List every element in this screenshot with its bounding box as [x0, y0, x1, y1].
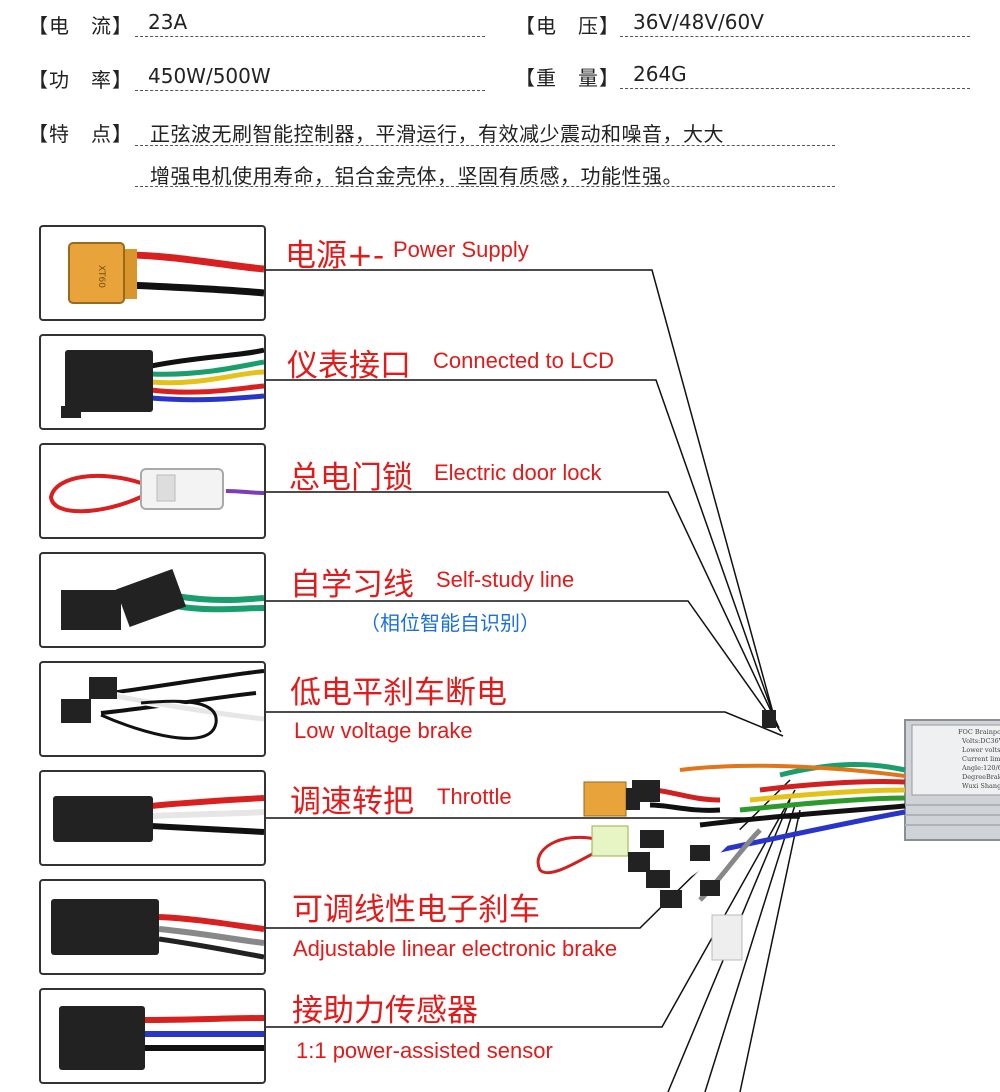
label-power-en: Power Supply	[393, 237, 529, 262]
spec-weight-label: 【重 量】	[515, 66, 620, 90]
label-sensor-cn: 接助力传感器	[292, 993, 478, 1029]
connector-photo-sensor	[39, 988, 266, 1084]
leader-line-selfstudy	[262, 600, 782, 733]
spec-weight: 【重 量】 264G	[515, 62, 975, 92]
connector-photo-lowbrake	[39, 661, 266, 757]
label-linear-brake-cn: 可调线性电子刹车	[292, 892, 540, 928]
label-doorlock-cn: 总电门锁	[289, 460, 413, 496]
connector-photo-linear-brake	[39, 879, 266, 975]
connector-photo-throttle	[39, 770, 266, 866]
xt60-marking: XT60	[96, 265, 106, 288]
leader-line-linear-brake	[262, 779, 791, 929]
label-throttle-en: Throttle	[437, 784, 512, 809]
leader-lines	[262, 269, 801, 1092]
label-doorlock-en: Electric door lock	[434, 460, 602, 485]
leader-line-power	[262, 269, 776, 721]
spec-current-underline	[135, 36, 485, 37]
spec-feature: 【特 点】	[28, 118, 158, 148]
label-power-cn: 电源+-	[285, 238, 385, 274]
label-lowbrake-en: Low voltage brake	[294, 718, 473, 743]
label-selfstudy-cn: 自学习线	[290, 567, 414, 603]
controller-label-line3: Current lim	[962, 755, 1000, 763]
connector-photo-power: XT60	[39, 225, 266, 321]
spec-voltage-label: 【电 压】	[515, 14, 620, 38]
spec-current: 【电 流】 23A	[28, 10, 488, 40]
controller-power-plug	[583, 781, 627, 817]
leader-line-lcd	[262, 379, 778, 726]
spec-feature-label: 【特 点】	[28, 122, 133, 146]
label-selfstudy-en: Self-study line	[436, 567, 575, 592]
spec-feature-line1: 正弦波无刷智能控制器，平滑运行，有效减少震动和噪音，大大	[150, 122, 724, 146]
label-lcd-cn: 仪表接口	[287, 348, 411, 384]
spec-power: 【功 率】 450W/500W	[28, 64, 488, 94]
spec-power-underline	[135, 90, 485, 91]
controller-label-line5: DegreeBrake	[962, 773, 1000, 781]
connector-photo-selfstudy	[39, 552, 266, 648]
label-selfstudy-note: （相位智能自识别）	[360, 611, 540, 635]
label-throttle-cn: 调速转把	[290, 784, 414, 820]
spec-feature-underline2	[135, 186, 835, 187]
controller-label-line6: Wuxi Shang	[962, 782, 1000, 790]
leader-line-doorlock	[262, 491, 780, 729]
spec-voltage-value: 36V/48V/60V	[633, 10, 764, 34]
spec-weight-underline	[620, 88, 970, 89]
controller-label-line4: Angle:120/6	[961, 764, 1000, 772]
label-lowbrake-cn: 低电平刹车断电	[290, 675, 507, 711]
spec-voltage-underline	[620, 36, 970, 37]
spec-current-value: 23A	[148, 10, 188, 34]
controller-assembly: FOC Brainpower Volts:DC36V Lower volts C…	[536, 710, 1000, 961]
controller-label-line0: FOC Brainpower	[958, 728, 1000, 736]
leader-line-sensor	[262, 789, 796, 1028]
label-lcd-en: Connected to LCD	[433, 348, 614, 373]
spec-feature-line2: 增强电机使用寿命，铝合金壳体，坚固有质感，功能性强。	[150, 164, 683, 188]
connector-photo-doorlock	[39, 443, 266, 539]
controller-label-line2: Lower volts	[962, 746, 1000, 754]
label-linear-brake-en: Adjustable linear electronic brake	[293, 936, 618, 961]
label-sensor-en: 1:1 power-assisted sensor	[296, 1038, 553, 1063]
spec-power-value: 450W/500W	[148, 64, 271, 88]
spec-current-label: 【电 流】	[28, 14, 133, 38]
controller-label-line1: Volts:DC36V	[961, 737, 1000, 745]
spec-feature-underline1	[135, 145, 835, 146]
spec-power-label: 【功 率】	[28, 68, 133, 92]
connector-photo-lcd	[39, 334, 266, 430]
controller-doorlock-plug	[591, 825, 629, 857]
controller-label: FOC Brainpower Volts:DC36V Lower volts C…	[958, 728, 1000, 790]
spec-voltage: 【电 压】 36V/48V/60V	[515, 10, 975, 40]
spec-weight-value: 264G	[633, 62, 687, 86]
